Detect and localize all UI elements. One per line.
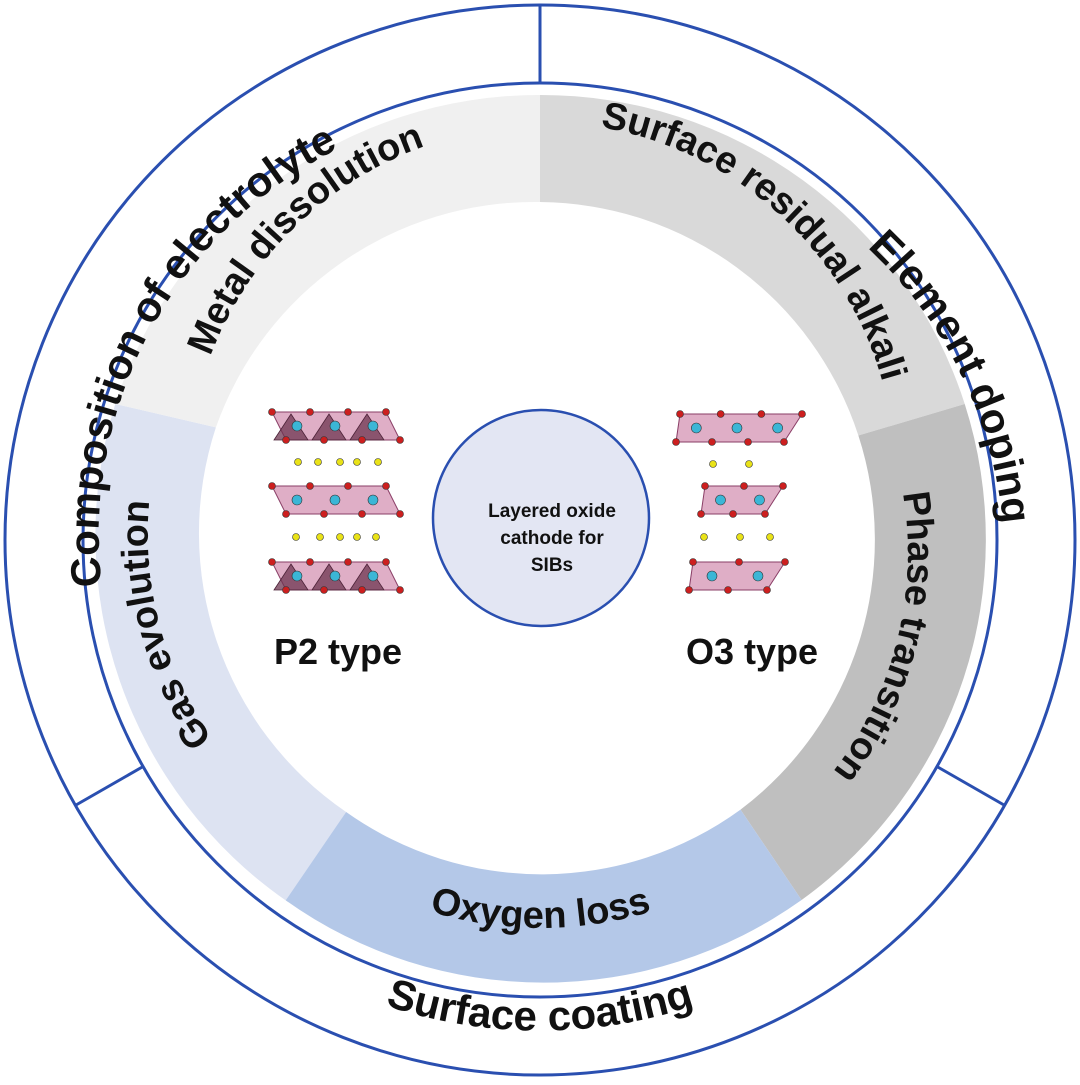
- oxygen-atom: [729, 510, 737, 518]
- o3-structure-illustration: [672, 410, 806, 594]
- sodium-atom: [316, 533, 324, 541]
- oxygen-atom: [779, 482, 787, 490]
- oxygen-atom: [382, 482, 390, 490]
- label-p2-type: P2 type: [274, 631, 402, 672]
- p2-structure-illustration: [268, 408, 404, 594]
- center-label-line-1: Layered oxide: [488, 501, 616, 522]
- oxygen-atom: [344, 408, 352, 416]
- oxygen-atom: [697, 510, 705, 518]
- sodium-atom: [314, 458, 322, 466]
- oxygen-atom: [282, 510, 290, 518]
- center-node: Layered oxide cathode for SIBs: [431, 408, 651, 628]
- sodium-atom: [766, 533, 774, 541]
- transition-metal-atom: [329, 494, 341, 506]
- segment-gas-evolution: [95, 403, 347, 902]
- transition-metal-atom: [291, 494, 303, 506]
- oxygen-atom: [757, 410, 766, 418]
- oxygen-atom: [358, 436, 366, 444]
- sodium-atom: [709, 460, 717, 468]
- oxygen-atom: [268, 408, 276, 416]
- oxygen-atom: [685, 586, 693, 594]
- oxygen-atom: [382, 558, 390, 566]
- transition-metal-atom: [329, 570, 341, 582]
- inner-ring: [95, 94, 986, 983]
- oxygen-atom: [320, 436, 328, 444]
- oxygen-atom: [781, 558, 789, 566]
- oxygen-atom: [320, 586, 328, 594]
- oxygen-atom: [344, 558, 352, 566]
- oxygen-atom: [306, 482, 314, 490]
- sodium-atom: [374, 458, 382, 466]
- sodium-atom: [292, 533, 300, 541]
- transition-metal-atom: [715, 494, 726, 506]
- segment-surface-residual-alkali: [540, 94, 965, 436]
- oxygen-atom: [344, 482, 352, 490]
- oxygen-atom: [716, 410, 725, 418]
- oxygen-atom: [780, 438, 788, 446]
- sodium-atom: [372, 533, 380, 541]
- center-circle: [431, 408, 651, 628]
- oxygen-atom: [724, 586, 732, 594]
- oxygen-atom: [689, 558, 697, 566]
- transition-metal-atom: [367, 420, 379, 432]
- oxygen-atom: [735, 558, 743, 566]
- oxygen-atom: [676, 410, 684, 418]
- label-o3-type: O3 type: [686, 631, 818, 672]
- transition-metal-atom: [691, 422, 702, 434]
- oxygen-atom: [268, 558, 276, 566]
- oxygen-atom: [740, 482, 748, 490]
- transition-metal-atom: [772, 422, 783, 434]
- sodium-atom: [353, 458, 361, 466]
- oxygen-atom: [396, 510, 404, 518]
- transition-metal-atom: [329, 420, 341, 432]
- sodium-atom: [353, 533, 361, 541]
- transition-metal-atom: [731, 422, 743, 434]
- oxygen-atom: [763, 586, 771, 594]
- oxygen-atom: [761, 510, 769, 518]
- oxygen-atom: [396, 586, 404, 594]
- oxygen-atom: [320, 510, 328, 518]
- sodium-atom: [336, 533, 344, 541]
- segment-phase-transition: [740, 403, 986, 901]
- transition-metal-atom: [706, 570, 718, 582]
- oxygen-atom: [708, 438, 716, 446]
- oxygen-atom: [358, 586, 366, 594]
- transition-metal-atom: [367, 570, 379, 582]
- sodium-atom: [294, 458, 302, 466]
- oxygen-atom: [798, 410, 806, 418]
- center-label-line-3: SIBs: [531, 555, 573, 576]
- oxygen-atom: [268, 482, 276, 490]
- outer-divider-left: [75, 764, 145, 807]
- oxygen-atom: [306, 558, 314, 566]
- oxygen-atom: [382, 408, 390, 416]
- segment-oxygen-loss: [285, 809, 802, 983]
- oxygen-atom: [282, 436, 290, 444]
- transition-metal-atom: [291, 570, 303, 582]
- oxygen-atom: [282, 586, 290, 594]
- sodium-atom: [736, 533, 744, 541]
- oxygen-atom: [306, 408, 314, 416]
- oxygen-atom: [358, 510, 366, 518]
- transition-metal-atom: [752, 570, 764, 582]
- oxygen-atom: [701, 482, 709, 490]
- center-label-line-2: cathode for: [500, 528, 604, 549]
- sodium-atom: [745, 460, 753, 468]
- segment-metal-dissolution: [115, 94, 540, 428]
- sodium-atom: [336, 458, 344, 466]
- transition-metal-atom: [754, 494, 765, 506]
- oxygen-atom: [396, 436, 404, 444]
- oxygen-atom: [744, 438, 752, 446]
- transition-metal-atom: [291, 420, 303, 432]
- oxygen-atom: [672, 438, 680, 446]
- sodium-atom: [700, 533, 708, 541]
- transition-metal-atom: [367, 494, 379, 506]
- outer-divider-right: [935, 764, 1005, 807]
